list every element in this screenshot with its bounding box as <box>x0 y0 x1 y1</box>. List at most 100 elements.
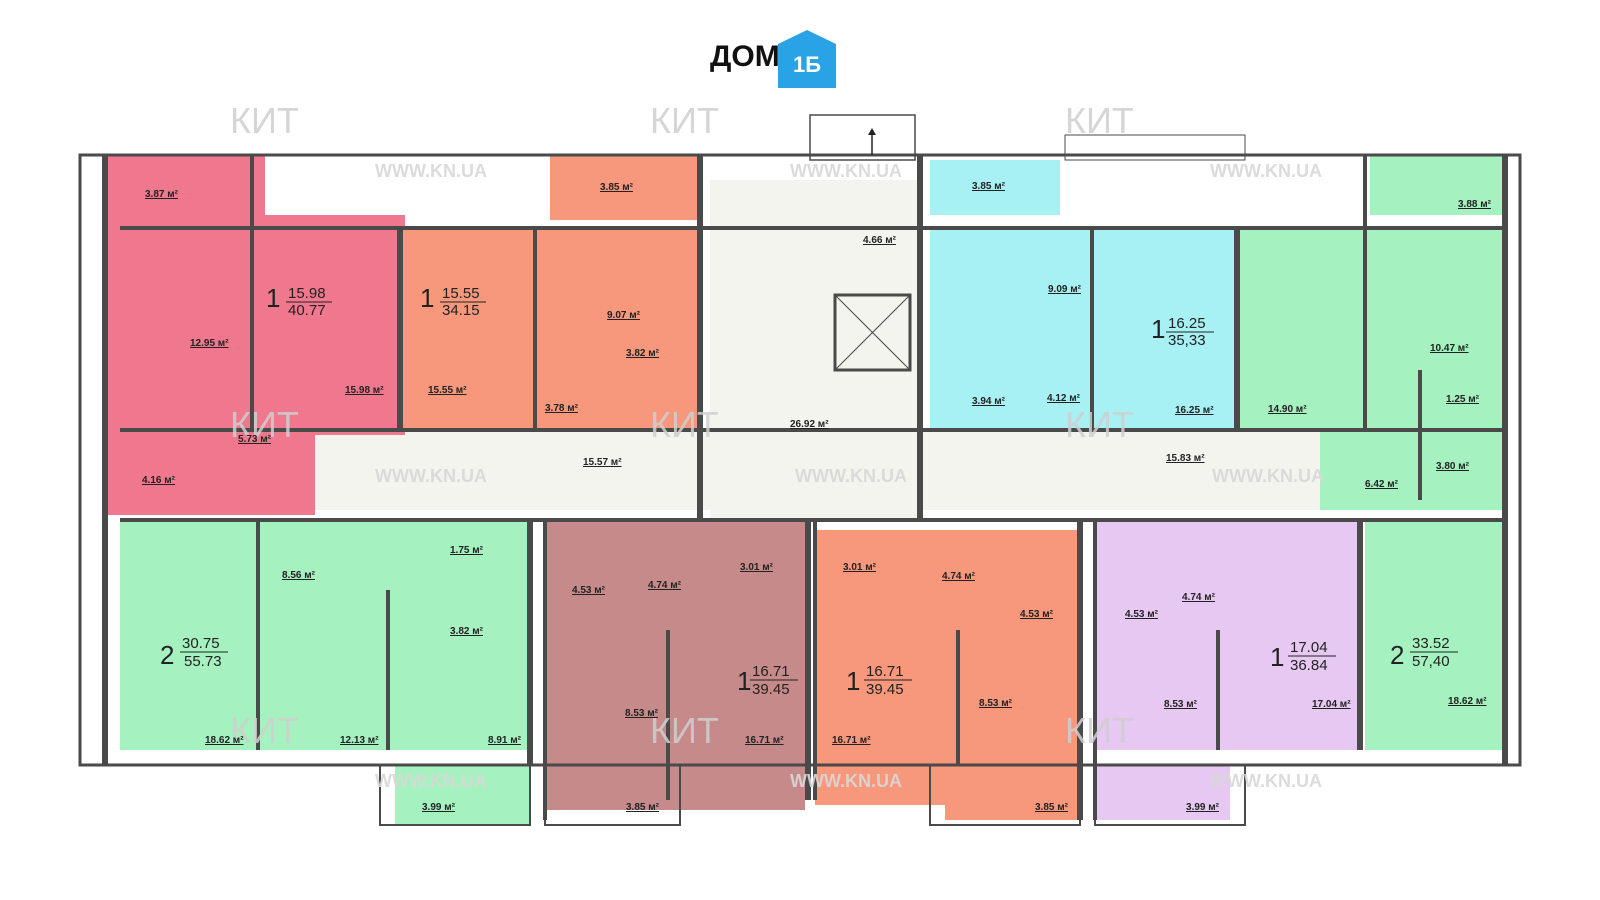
room-area: 4.53 м² <box>1125 609 1159 620</box>
unit-rooms: 2 <box>1390 640 1404 670</box>
unit-living-area: 16.25 <box>1168 315 1206 332</box>
watermark-url: WWW.KN.UA <box>790 771 902 791</box>
unit-living-area: 15.98 <box>288 285 326 302</box>
room-area: 3.78 м² <box>545 403 579 414</box>
room-area: 3.85 м² <box>972 181 1006 192</box>
room-area: 15.83 м² <box>1166 453 1205 464</box>
unit-top-2[interactable] <box>400 155 700 430</box>
unit-total-area: 39.45 <box>866 681 904 698</box>
room-area: 3.85 м² <box>600 182 634 193</box>
unit-total-area: 55.73 <box>184 653 222 670</box>
unit-top-3[interactable] <box>930 160 1240 430</box>
room-area: 4.53 м² <box>572 585 606 596</box>
watermark-brand: КИТ <box>1065 100 1134 141</box>
room-area: 17.04 м² <box>1312 699 1351 710</box>
building-header: ДОМ 1Б <box>690 30 850 90</box>
unit-bottom-4[interactable] <box>1095 520 1360 820</box>
room-area: 3.99 м² <box>1186 802 1220 813</box>
room-area: 10.47 м² <box>1430 343 1469 354</box>
unit-rooms: 1 <box>420 283 434 313</box>
room-area: 9.09 м² <box>1048 284 1082 295</box>
building-title: ДОМ <box>710 40 780 73</box>
watermark-url: WWW.KN.UA <box>1210 771 1322 791</box>
room-area: 3.82 м² <box>450 626 484 637</box>
room-area: 4.74 м² <box>942 571 976 582</box>
room-area: 3.82 м² <box>626 348 660 359</box>
room-area: 14.90 м² <box>1268 404 1307 415</box>
unit-bottom-2[interactable] <box>545 520 805 810</box>
unit-top-1[interactable] <box>105 155 405 515</box>
room-area: 4.74 м² <box>1182 592 1216 603</box>
unit-labels: 1 15.98 40.77 1 15.55 34.15 1 16.25 35,3… <box>160 283 1458 698</box>
watermark-brand: КИТ <box>230 404 299 445</box>
room-area: 5.73 м² <box>238 434 272 445</box>
room-areas: 3.87 м² 12.95 м² 15.98 м² 5.73 м² 4.16 м… <box>142 181 1492 813</box>
unit-total-area: 40.77 <box>288 302 326 319</box>
room-area: 18.62 м² <box>1448 696 1487 707</box>
room-area: 4.53 м² <box>1020 609 1054 620</box>
room-area: 3.94 м² <box>972 396 1006 407</box>
stairwell <box>710 180 920 520</box>
unit-living-area: 15.55 <box>442 285 480 302</box>
room-area: 12.13 м² <box>340 735 379 746</box>
watermark-brand: КИТ <box>650 404 719 445</box>
unit-total-area: 35,33 <box>1168 332 1206 349</box>
watermark-logos: КИТ КИТ КИТ КИТ КИТ КИТ КИТ КИТ КИТ WWW.… <box>230 100 1324 791</box>
watermark-brand: КИТ <box>650 100 719 141</box>
watermark-url: WWW.KN.UA <box>795 466 907 486</box>
watermark-url: WWW.KN.UA <box>1212 466 1324 486</box>
unit-total-area: 39.45 <box>752 681 790 698</box>
watermark-url: WWW.KN.UA <box>375 771 487 791</box>
watermark-url: WWW.KN.UA <box>790 161 902 181</box>
unit-living-area: 30.75 <box>182 635 220 652</box>
room-area: 4.16 м² <box>142 475 176 486</box>
unit-total-area: 34.15 <box>442 302 480 319</box>
room-area: 8.53 м² <box>979 698 1013 709</box>
room-area: 15.57 м² <box>583 457 622 468</box>
room-area: 3.01 м² <box>843 562 877 573</box>
room-area: 8.53 м² <box>625 708 659 719</box>
unit-rooms: 1 <box>1270 642 1284 672</box>
unit-bottom-5[interactable] <box>1365 520 1505 750</box>
watermark-url: WWW.KN.UA <box>375 466 487 486</box>
room-area: 1.75 м² <box>450 545 484 556</box>
room-area: 3.80 м² <box>1436 461 1470 472</box>
unit-rooms: 1 <box>846 666 860 696</box>
unit-living-area: 33.52 <box>1412 635 1450 652</box>
room-area: 3.85 м² <box>1035 802 1069 813</box>
unit-bottom-1[interactable] <box>120 520 530 825</box>
room-area: 8.53 м² <box>1164 699 1198 710</box>
room-area: 8.56 м² <box>282 570 316 581</box>
unit-living-area: 16.71 <box>752 663 790 680</box>
room-area: 3.87 м² <box>145 189 179 200</box>
room-area: 4.12 м² <box>1047 393 1081 404</box>
unit-total-area: 36.84 <box>1290 657 1328 674</box>
watermark-brand: КИТ <box>230 100 299 141</box>
unit-rooms: 1 <box>737 666 751 696</box>
room-area: 16.71 м² <box>745 735 784 746</box>
room-area: 26.92 м² <box>790 419 829 430</box>
room-area: 12.95 м² <box>190 338 229 349</box>
room-area: 4.74 м² <box>648 580 682 591</box>
unit-top-4[interactable] <box>1240 155 1505 510</box>
room-area: 1.25 м² <box>1446 394 1480 405</box>
unit-living-area: 17.04 <box>1290 639 1328 656</box>
watermark-brand: КИТ <box>1065 710 1134 751</box>
room-area: 3.88 м² <box>1458 199 1492 210</box>
house-badge-icon: 1Б <box>778 30 836 88</box>
arrow-head-icon <box>868 128 876 135</box>
room-area: 9.07 м² <box>607 310 641 321</box>
room-area: 3.01 м² <box>740 562 774 573</box>
unit-rooms: 2 <box>160 640 174 670</box>
room-area: 16.25 м² <box>1175 405 1214 416</box>
watermark-brand: КИТ <box>1065 404 1134 445</box>
walls <box>78 114 1522 826</box>
room-area: 16.71 м² <box>832 735 871 746</box>
unit-rooms: 1 <box>266 283 280 313</box>
room-area: 15.98 м² <box>345 385 384 396</box>
room-area: 6.42 м² <box>1365 479 1399 490</box>
watermark-url: WWW.KN.UA <box>1210 161 1322 181</box>
unit-living-area: 16.71 <box>866 663 904 680</box>
unit-bottom-3[interactable] <box>815 530 1080 820</box>
